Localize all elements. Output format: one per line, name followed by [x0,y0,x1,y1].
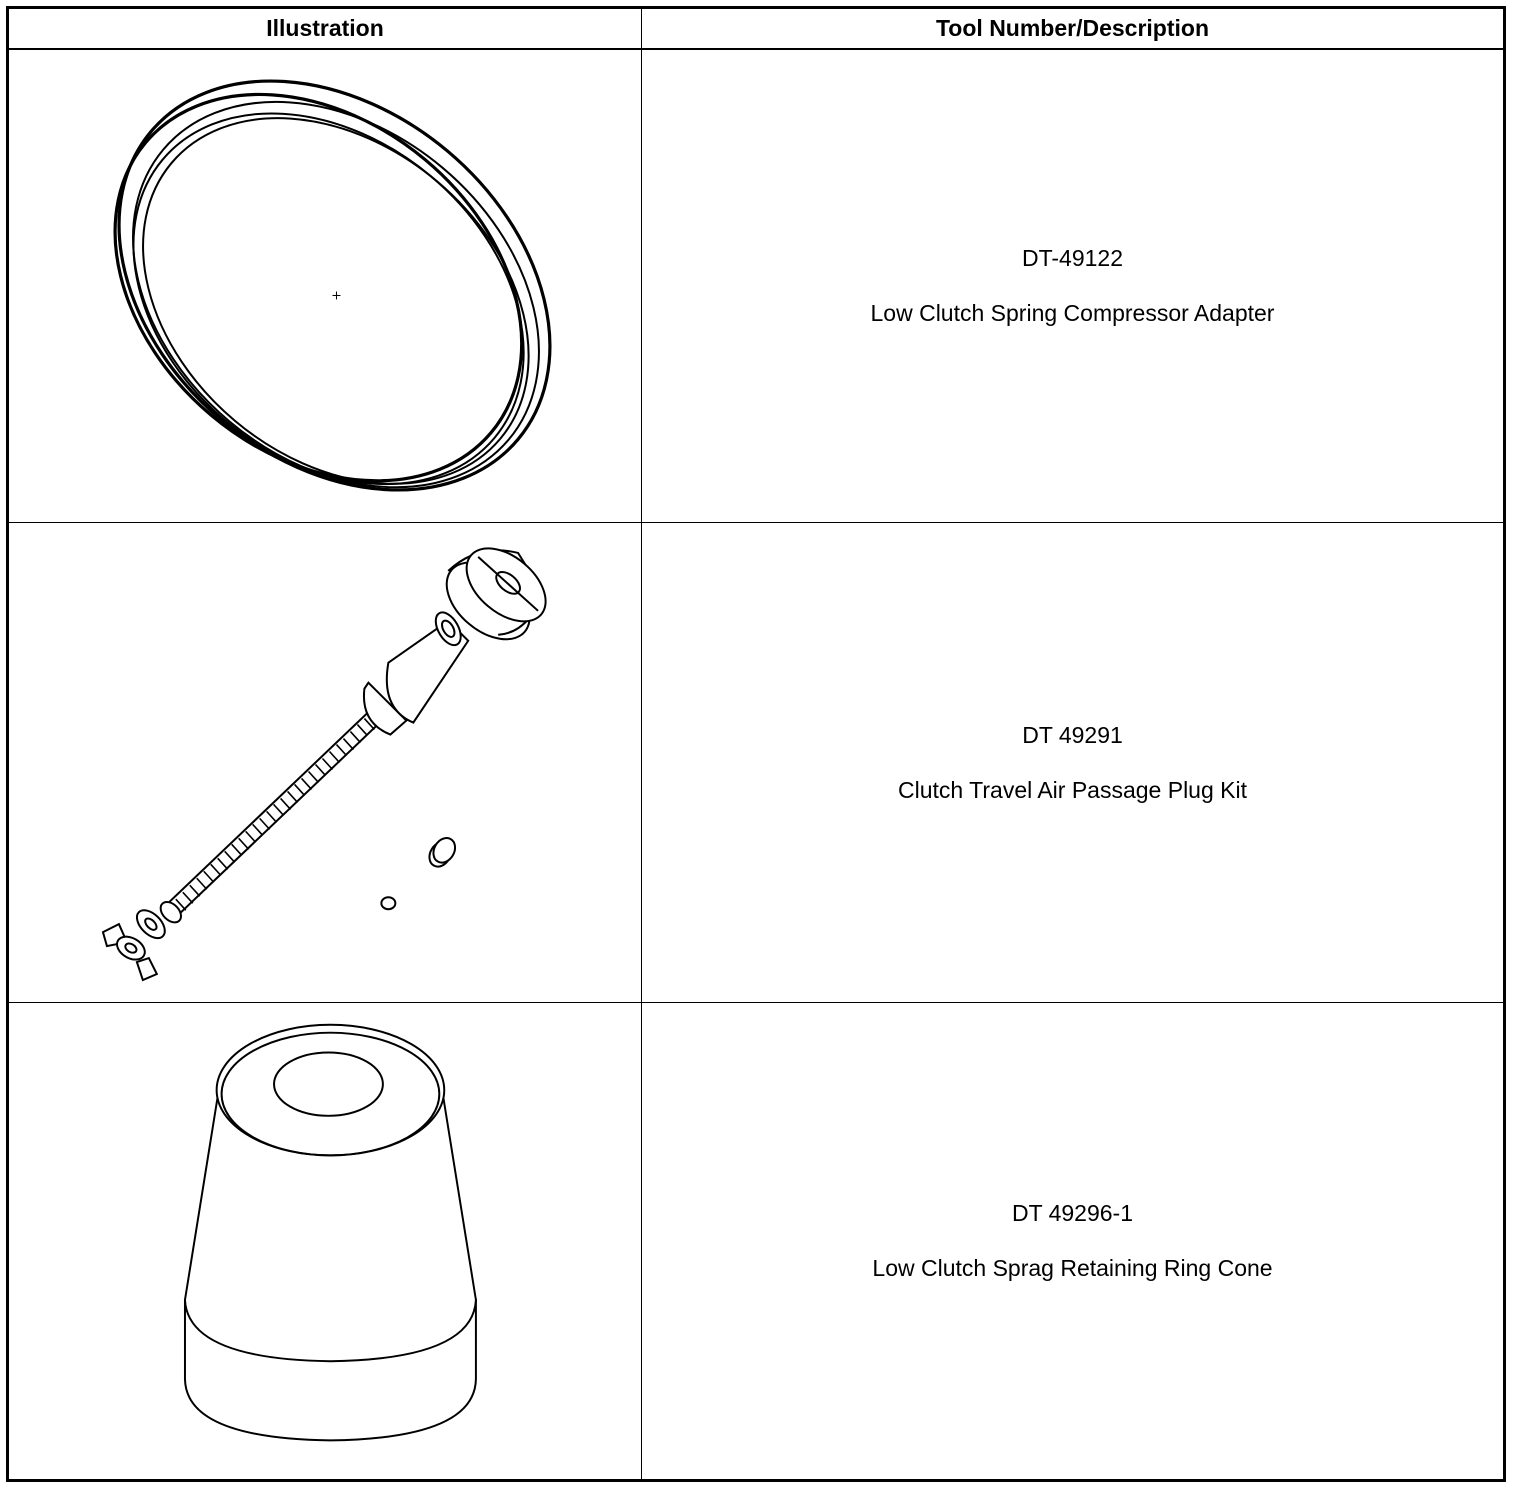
header-illustration: Illustration [9,9,642,50]
table-row-3-illustration [9,1003,642,1479]
retaining-ring-cone-icon [183,1023,477,1442]
table-row-3-description-cell: DT 49296-1 Low Clutch Sprag Retaining Ri… [642,1003,1503,1479]
tool-number: DT 49291 [1022,721,1123,748]
table-row-1-illustration [9,50,642,523]
plug-kit-icon [101,547,547,982]
tool-description: Clutch Travel Air Passage Plug Kit [898,776,1247,803]
tool-number: DT-49122 [1021,245,1123,271]
tool-description: Low Clutch Sprag Retaining Ring Cone [872,1255,1273,1281]
table-row-1-description-cell: DT-49122 Low Clutch Spring Compressor Ad… [642,50,1503,523]
table-row-2-illustration [9,523,642,1003]
table-row-2-description-cell: DT 49291 Clutch Travel Air Passage Plug … [642,523,1503,1003]
header-tool-number-description: Tool Number/Description [642,9,1503,50]
adapter-ring-icon [113,79,552,492]
tool-table: Illustration Tool Number/Description DT-… [6,6,1506,1482]
tool-number: DT 49296-1 [1011,1200,1134,1226]
tool-description: Low Clutch Spring Compressor Adapter [870,300,1275,326]
